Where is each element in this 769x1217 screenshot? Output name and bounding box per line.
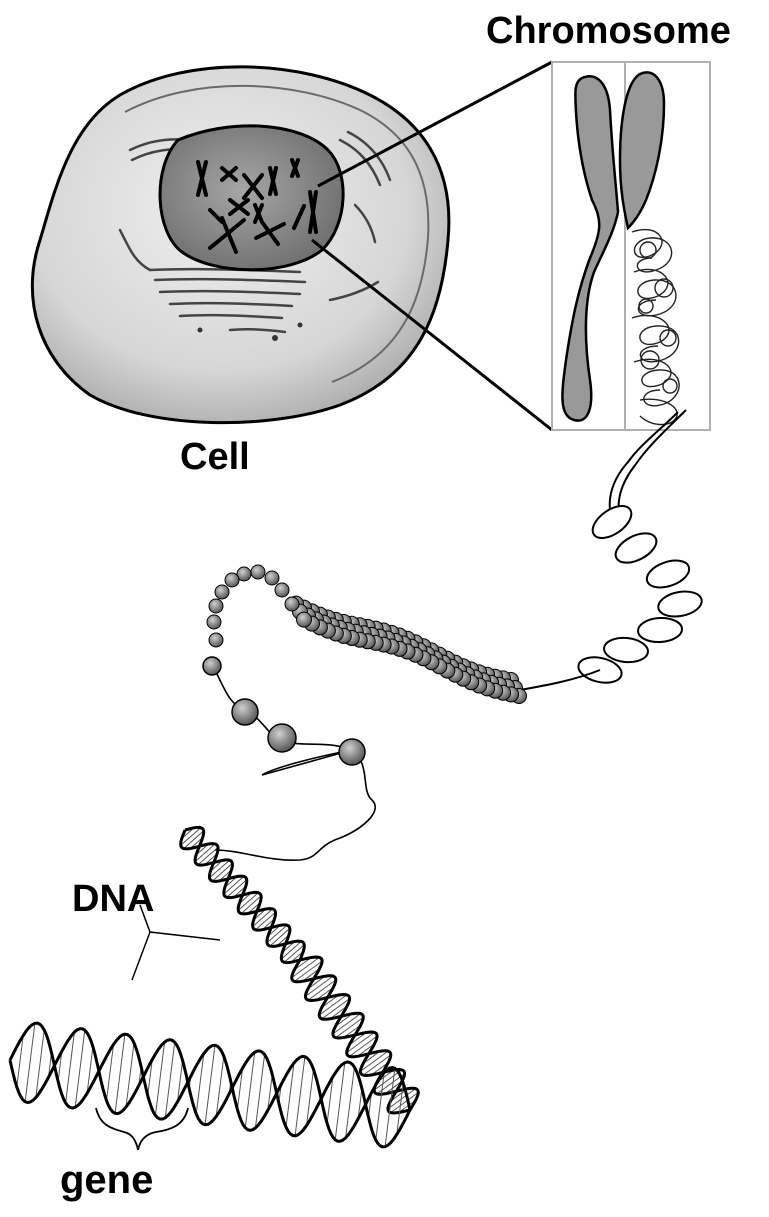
nucleosome-bead	[297, 612, 312, 627]
cell-label: Cell	[180, 438, 250, 476]
base-pair	[115, 1034, 125, 1113]
base-pair	[205, 1045, 215, 1124]
coil-loop	[611, 527, 661, 568]
coil-loop	[643, 555, 692, 592]
nucleosome-bead	[215, 585, 229, 599]
nucleosome-bead	[285, 597, 299, 611]
nucleosome-fiber	[207, 565, 527, 704]
nucleosome-bead	[275, 583, 289, 597]
coil-loops	[520, 500, 704, 690]
nucleosome-bead	[209, 599, 223, 613]
nucleus-icon	[160, 126, 343, 270]
nucleosome-clusters	[203, 657, 365, 765]
nucleosome-bead	[207, 615, 221, 629]
dna-strand	[185, 827, 300, 962]
dna-helix-icon	[10, 827, 418, 1147]
coil-loop	[656, 588, 704, 620]
nucleosome-bead	[225, 573, 239, 587]
nucleosome-bead	[251, 565, 265, 579]
chromosome-icon	[552, 62, 710, 430]
base-pair	[335, 1063, 345, 1140]
gene-label: gene	[60, 1160, 153, 1200]
dna-strand	[300, 957, 410, 1113]
nucleosome-bead	[265, 571, 279, 585]
gene-brace	[96, 1108, 188, 1150]
chromosome-label: Chromosome	[486, 12, 731, 50]
coil-loop	[637, 617, 682, 643]
dna-label: DNA	[72, 880, 154, 918]
base-pair	[295, 1057, 305, 1136]
base-pair	[25, 1023, 35, 1101]
nucleosome-bead	[209, 633, 223, 647]
base-pair	[75, 1030, 85, 1107]
